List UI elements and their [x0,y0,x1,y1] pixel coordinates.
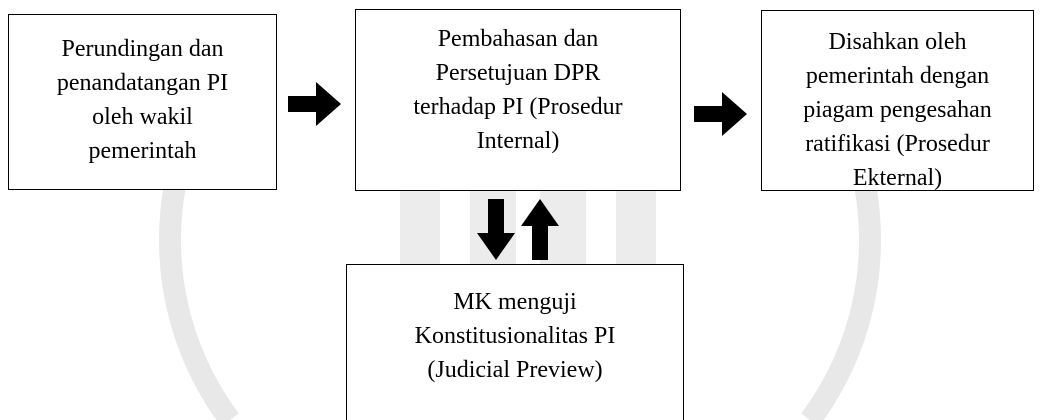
constitutional-review-text: MK menguji Konstitusionalitas PI (Judici… [347,285,683,387]
arrow-down-icon [477,199,515,260]
constitutional-review-line: (Judicial Preview) [427,357,603,383]
government-ratification-line: Disahkan oleh [828,29,967,55]
government-ratification-line: Ekternal) [852,165,943,191]
government-ratification-line: ratifikasi (Prosedur [805,131,990,157]
negotiation-box: Perundingan dan penandatangan PI oleh wa… [8,14,277,190]
government-ratification-line: piagam pengesahan [803,97,992,123]
negotiation-line: Perundingan dan [61,36,224,62]
arrow-right-icon [694,92,747,136]
dpr-approval-line: Persetujuan DPR [435,60,601,86]
government-ratification-text: Disahkan oleh pemerintah dengan piagam p… [762,25,1033,191]
negotiation-text: Perundingan dan penandatangan PI oleh wa… [9,32,276,168]
constitutional-review-box: MK menguji Konstitusionalitas PI (Judici… [346,264,684,420]
dpr-approval-line: terhadap PI (Prosedur [413,94,623,120]
dpr-approval-text: Pembahasan dan Persetujuan DPR terhadap … [356,22,680,158]
dpr-approval-line: Pembahasan dan [437,26,599,52]
dpr-approval-line: Internal) [476,128,560,154]
government-ratification-line: pemerintah dengan [805,63,990,89]
negotiation-line: pemerintah [88,138,197,164]
constitutional-review-line: MK menguji [453,289,577,315]
dpr-approval-box: Pembahasan dan Persetujuan DPR terhadap … [355,9,681,191]
constitutional-review-line: Konstitusionalitas PI [414,323,616,349]
negotiation-line: penandatangan PI [56,70,229,96]
negotiation-line: oleh wakil [92,104,193,130]
arrow-up-icon [521,199,559,260]
arrow-right-icon [288,82,341,126]
government-ratification-box: Disahkan oleh pemerintah dengan piagam p… [761,10,1034,191]
